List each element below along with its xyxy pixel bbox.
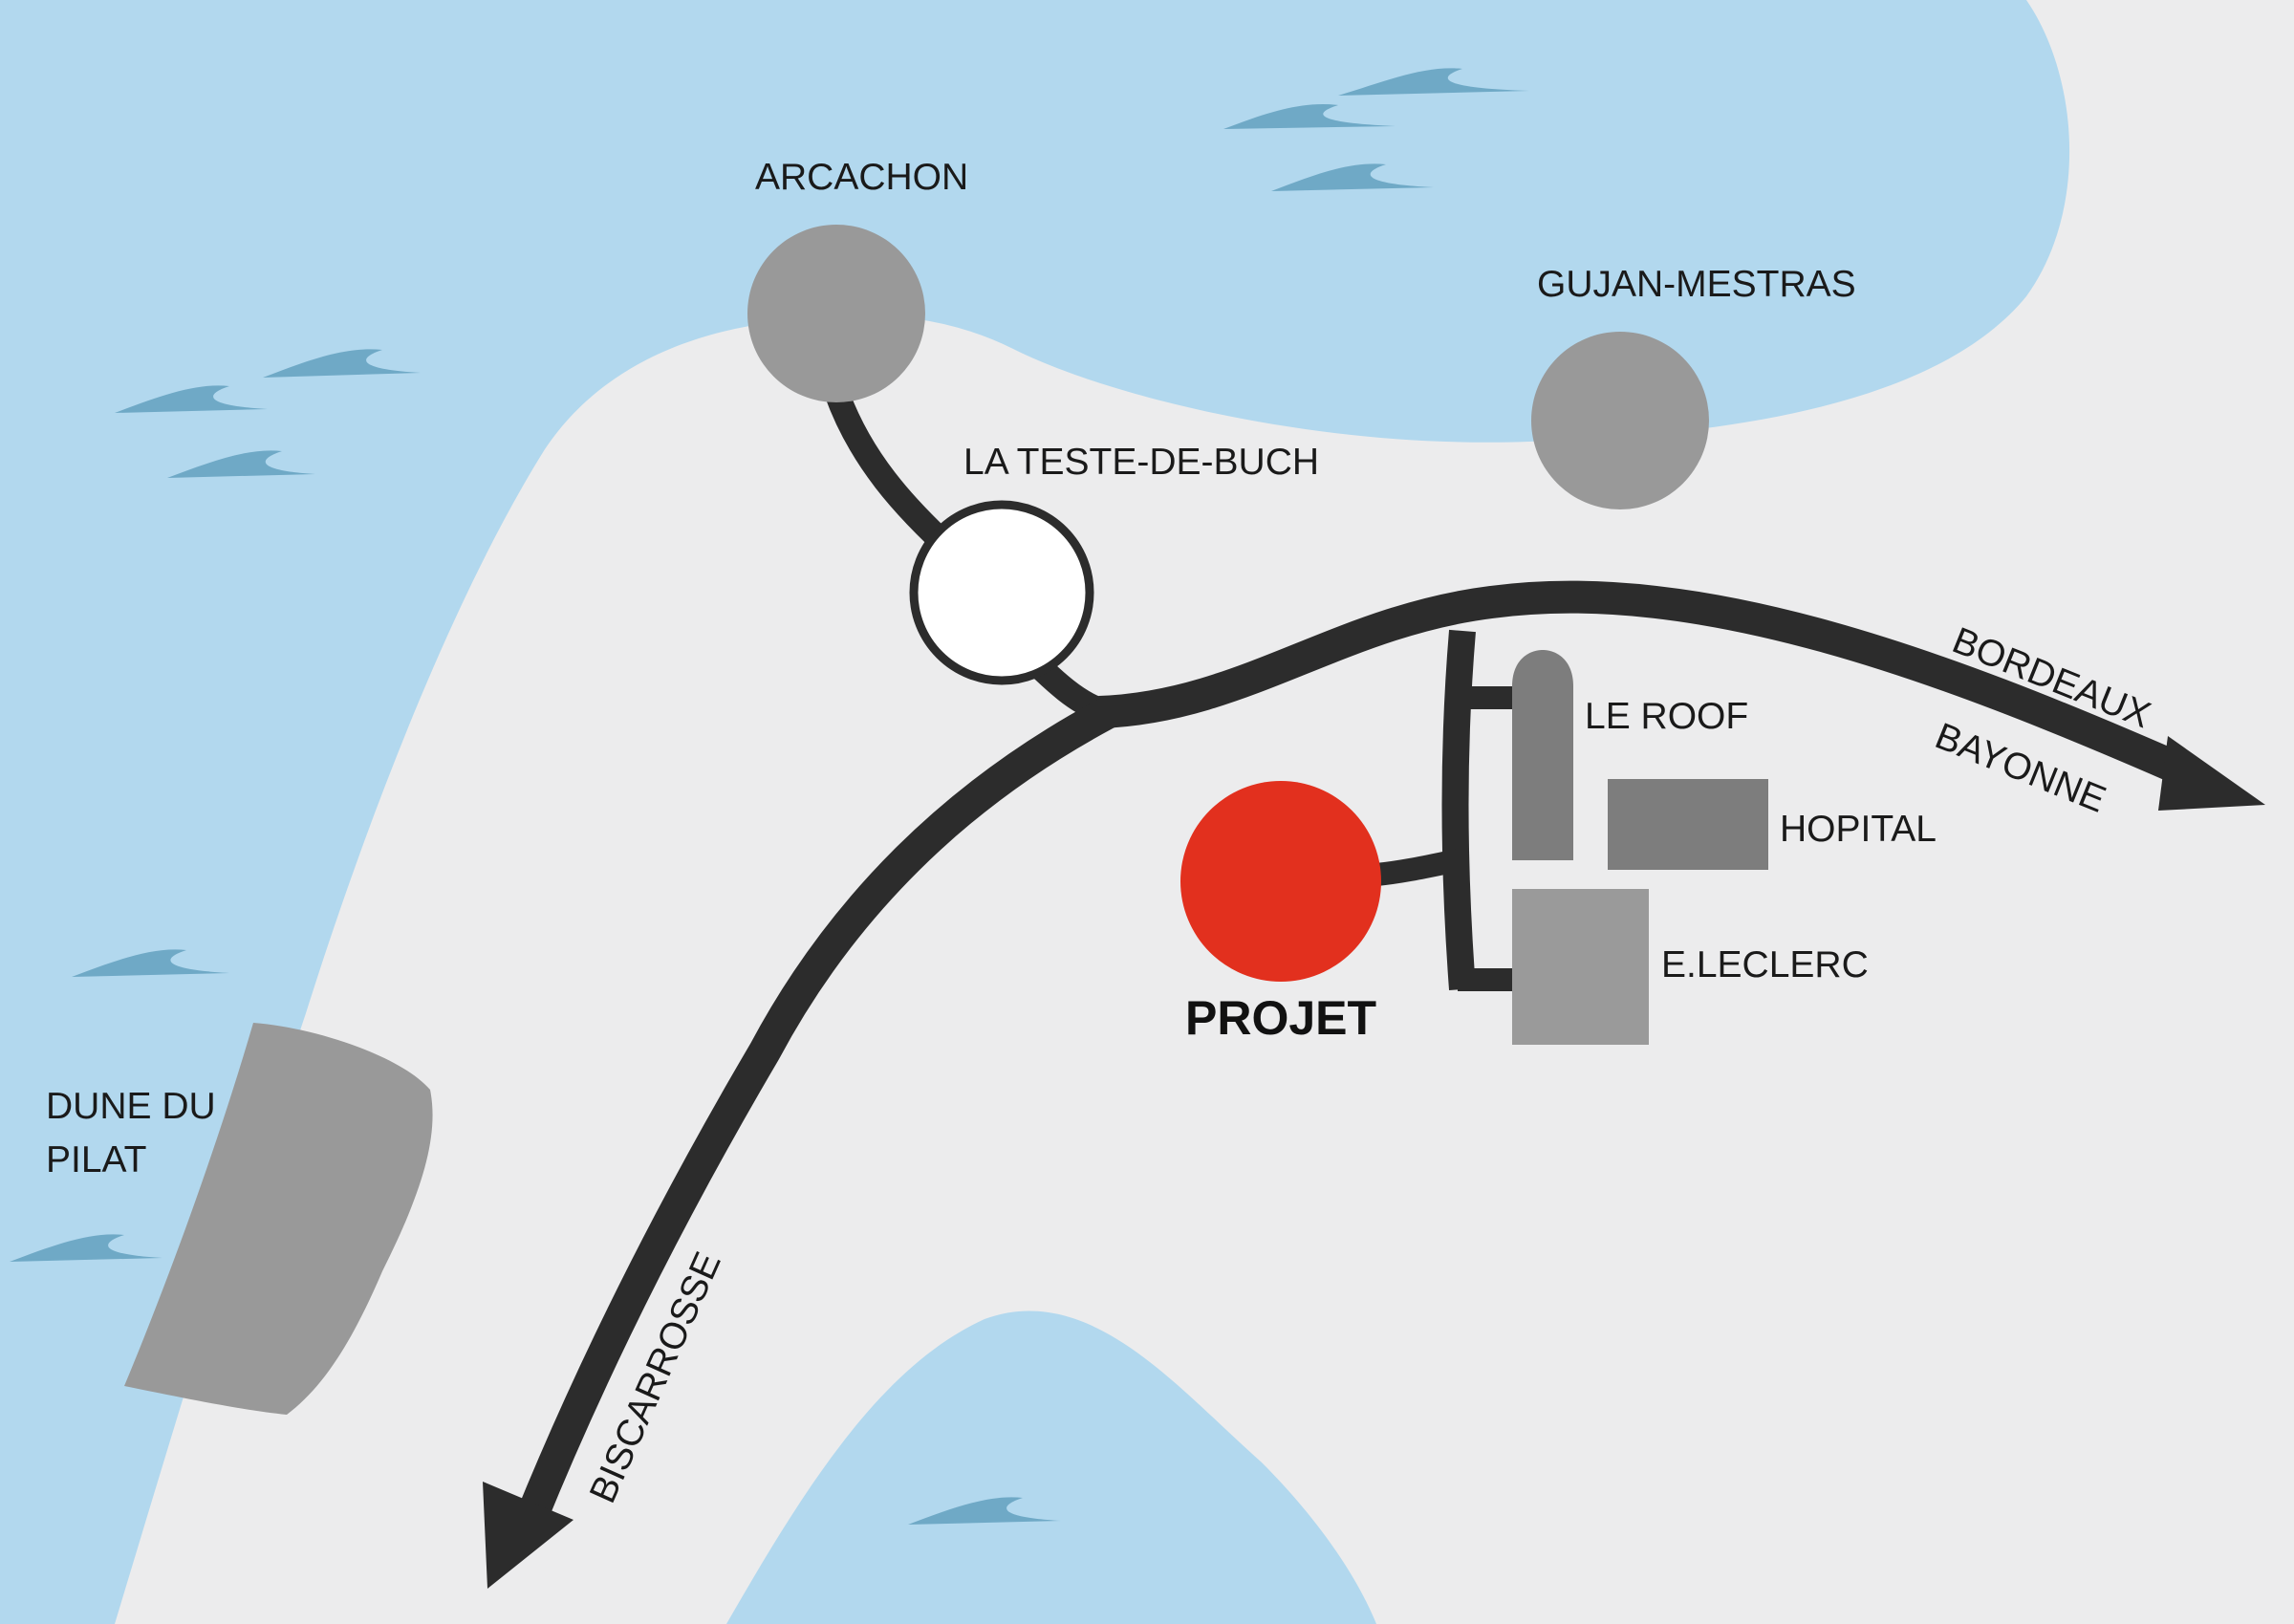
le-roof-building (1512, 650, 1573, 860)
wave-icon (908, 1497, 1061, 1525)
projet-marker (1180, 781, 1381, 982)
wave-icon (1338, 68, 1529, 96)
label-gujan-mestras: GUJAN-MESTRAS (1537, 264, 1856, 305)
wave-icon (72, 949, 229, 977)
label-dune-line1: DUNE DU (46, 1086, 216, 1127)
lake-water (726, 1310, 1376, 1624)
hopital-building (1608, 779, 1768, 870)
road-bordeaux (1098, 580, 2176, 780)
label-hopital: HOPITAL (1780, 809, 1937, 850)
la-teste-marker (909, 500, 1094, 685)
wave-icon (10, 1234, 162, 1262)
road-arrow-icon (483, 1482, 574, 1589)
label-arcachon: ARCACHON (755, 157, 968, 198)
dune-du-pilat (124, 1023, 433, 1415)
waves (10, 68, 1529, 1525)
label-projet: PROJET (1185, 991, 1376, 1045)
wave-icon (1271, 163, 1434, 191)
road-biscarrosse (515, 697, 1116, 1527)
road-arrow-icon (2158, 736, 2265, 811)
roads (515, 387, 2176, 1527)
wave-icon (167, 450, 315, 478)
road-local (1441, 629, 1476, 991)
label-dune-line2: PILAT (46, 1139, 146, 1180)
label-le-roof: LE ROOF (1585, 696, 1748, 737)
wave-icon (115, 385, 268, 413)
wave-icon (1223, 104, 1396, 129)
road-to-projet (1374, 849, 1461, 886)
label-leclerc: E.LECLERC (1661, 944, 1869, 985)
town-marker-icon (1531, 332, 1709, 509)
leclerc-building (1512, 889, 1649, 1045)
label-la-teste: LA TESTE-DE-BUCH (963, 442, 1319, 483)
town-marker-icon (747, 225, 925, 402)
wave-icon (263, 349, 421, 378)
